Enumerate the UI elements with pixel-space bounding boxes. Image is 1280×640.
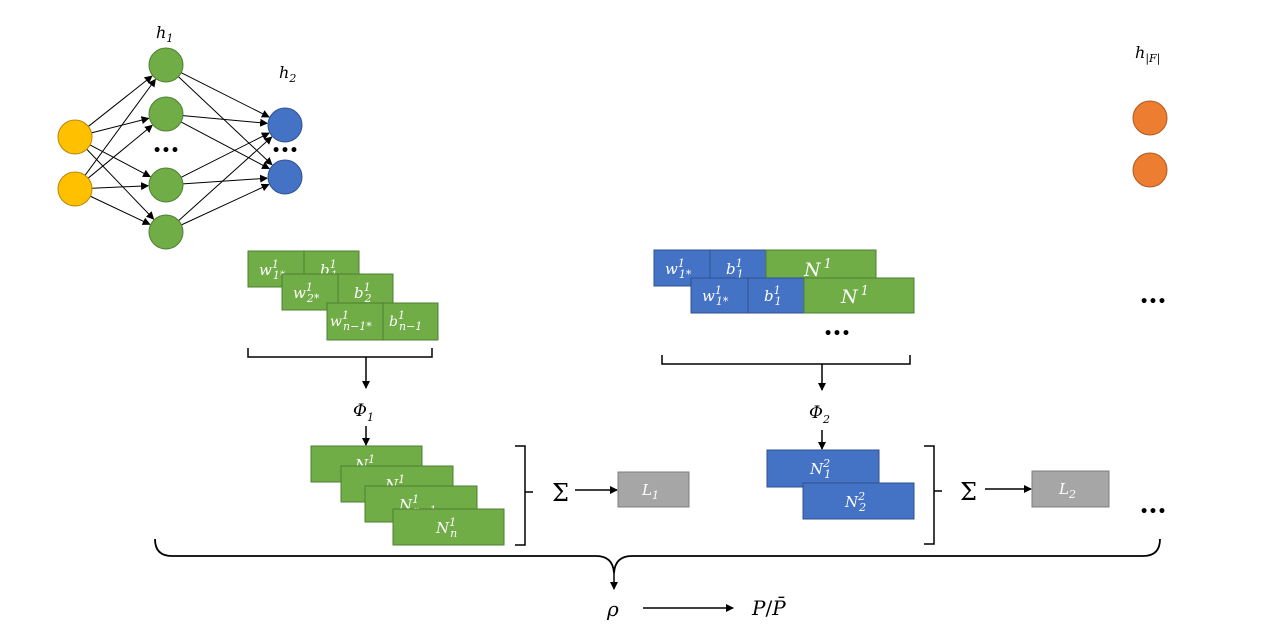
group2-sum-symbol: Σ [960, 478, 977, 506]
edge-input-to-h1 [86, 148, 155, 220]
param-w-box [690, 277, 749, 314]
bottom-brace [154, 538, 1161, 574]
edge-input-to-h1 [88, 75, 153, 127]
edge-h1-to-h2 [182, 174, 269, 185]
rho-label: ρ [606, 597, 619, 621]
output-box-1 [766, 449, 880, 488]
group2-params-ellipsis: ••• [824, 326, 851, 342]
more-losses-ellipsis: ••• [1140, 504, 1167, 520]
output-node-2 [1132, 152, 1168, 188]
edge-h1-to-h2 [178, 136, 273, 222]
edge-input-to-h1 [84, 78, 156, 176]
hidden1-node-2 [148, 96, 184, 132]
group1-params-brace [247, 348, 433, 358]
label-h2: h2 [279, 63, 296, 85]
edge-h1-to-h2 [180, 132, 270, 178]
label-hF: h|F| [1135, 43, 1160, 66]
group1-outputs-brace [515, 445, 526, 546]
edge-h1-to-h2 [180, 121, 270, 170]
loss1-box [617, 471, 690, 508]
edge-input-to-h1 [91, 182, 150, 191]
network-edges [84, 72, 273, 226]
param-n-box [803, 277, 915, 314]
hidden1-ellipsis: ••• [153, 143, 180, 159]
loss2-box [1031, 470, 1110, 508]
hidden1-node-3 [148, 167, 184, 203]
edge-input-to-h1 [87, 124, 153, 179]
hidden2-node-2 [267, 159, 303, 195]
hidden1-node-1 [148, 47, 184, 83]
input-node-2 [57, 171, 93, 207]
output-box-2 [802, 482, 915, 520]
neural-network: ••• ••• h1 h2 h|F| [57, 23, 1168, 250]
input-node-1 [57, 119, 93, 155]
phi2-label: Φ2 [809, 403, 830, 426]
more-params-ellipsis: ••• [1140, 294, 1167, 310]
edge-h1-to-h2 [178, 76, 273, 166]
hidden2-ellipsis: ••• [272, 143, 299, 159]
group1-outputs: N11 N12 N1n−1 N1n [310, 445, 505, 546]
param-b-box [382, 302, 439, 341]
group1-sum-symbol: Σ [552, 479, 569, 507]
output-node-1 [1132, 100, 1168, 136]
param-w-box [326, 302, 384, 341]
output-box-4 [392, 508, 505, 546]
group2-params-brace [661, 355, 911, 365]
loss1-label: L1 [641, 481, 659, 502]
group1-params: w11* b11 w12* b12 w1n−1* b1n−1 [247, 250, 439, 341]
edge-input-to-h1 [89, 144, 151, 178]
label-h1: h1 [156, 23, 173, 45]
phi1-label: Φ1 [353, 401, 374, 424]
edge-input-to-h1 [91, 116, 150, 134]
loss2-label: L2 [1058, 480, 1076, 501]
group2-outputs-brace [924, 445, 935, 545]
edge-input-to-h1 [90, 195, 151, 225]
edge-h1-to-h2 [180, 72, 270, 118]
result-label: P/P̄ [751, 595, 786, 620]
edge-h1-to-h2 [182, 115, 269, 127]
edge-h1-to-h2 [181, 183, 270, 226]
hidden2-node-1 [267, 107, 303, 143]
hidden1-node-4 [148, 214, 184, 250]
